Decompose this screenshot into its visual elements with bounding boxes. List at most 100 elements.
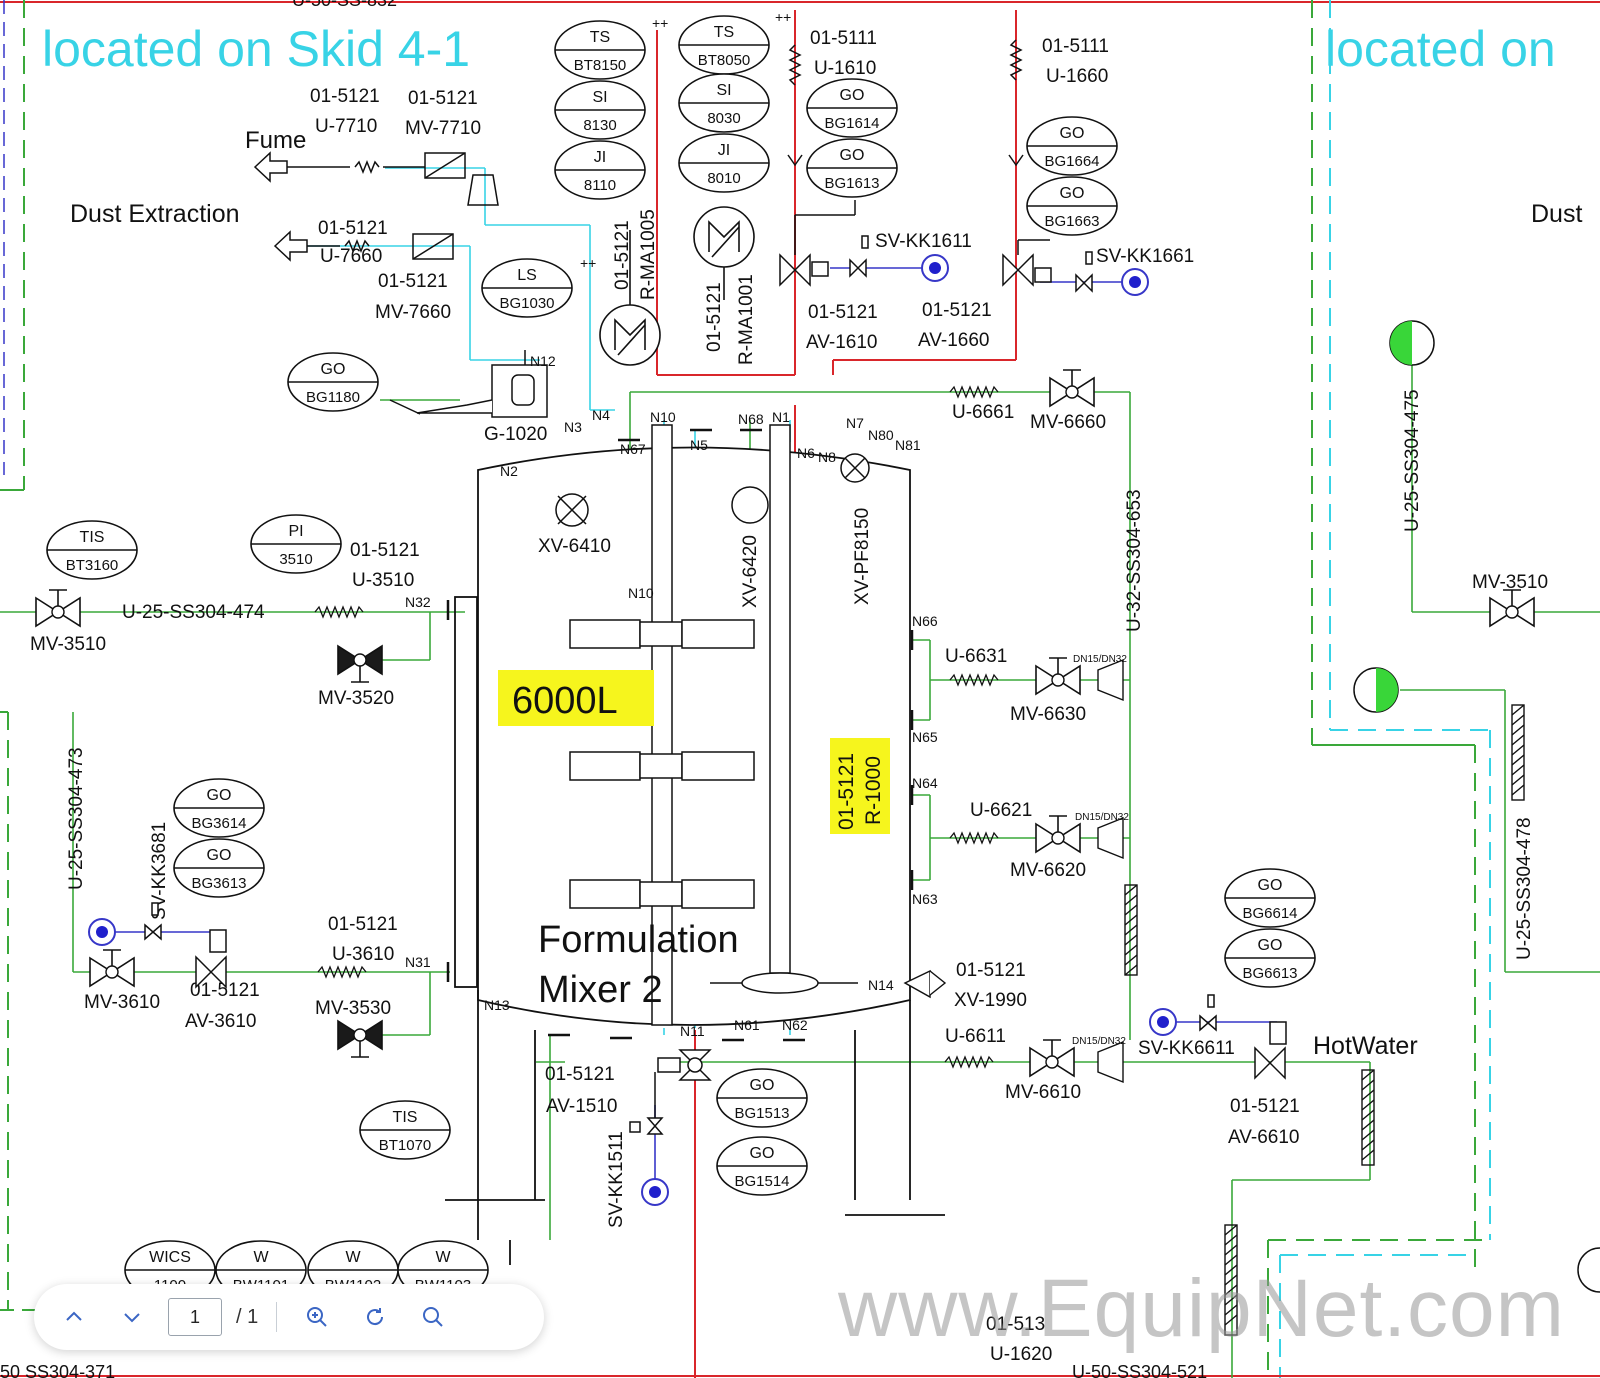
reducer-label-3: DN15/DN32 (1072, 1036, 1126, 1047)
plus-mark-3: ++ (580, 255, 596, 271)
solenoid-dot-1511 (649, 1186, 661, 1198)
control-valve-av6610 (1199, 994, 1287, 1080)
instrument-function: WICS (149, 1249, 191, 1266)
motor-1001-tag: R-MA1001 (736, 274, 757, 365)
g1020-label: G-1020 (484, 424, 547, 445)
nozzle-labels: N12 N4 N3 N10 N68 N1 N7 N80 N81 N67 N5 N… (405, 353, 938, 1039)
av1610-tag: AV-1610 (806, 332, 877, 353)
instrument-8030: SI 8030 (678, 73, 770, 133)
u7660-tag: U-7660 (320, 246, 382, 267)
xv6420-label: XV-6420 (740, 535, 761, 608)
hotwater-label: HotWater (1313, 1032, 1418, 1060)
control-valves-top (779, 200, 1093, 293)
instrument-function: PI (288, 523, 303, 540)
instrument-tag: BG1513 (734, 1105, 789, 1122)
valve-mv3510 (35, 589, 81, 628)
instrument-tag: BG6613 (1242, 965, 1297, 982)
instrument-tag: BG1613 (824, 175, 879, 192)
capacity-highlight (498, 670, 654, 726)
page-down-button[interactable] (110, 1295, 154, 1339)
nozzle-n32: N32 (405, 594, 431, 610)
nozzle-n1: N1 (772, 409, 790, 425)
chevron-down-icon (124, 1313, 140, 1323)
red-process-lines (656, 10, 1017, 1378)
u3510-tag: U-3510 (352, 570, 414, 591)
page-up-button[interactable] (52, 1295, 96, 1339)
line-521-label: U-50-SS304-521 (1072, 1362, 1207, 1378)
pdf-toolbar: / 1 (34, 1284, 544, 1350)
instrument-function: GO (1060, 185, 1085, 202)
skid-label-left: located on Skid 4-1 (42, 21, 470, 77)
u1660-number: 01-5111 (1042, 36, 1109, 57)
nozzle-n64: N64 (912, 775, 938, 791)
nozzle-n31: N31 (405, 954, 431, 970)
search-button[interactable] (411, 1295, 455, 1339)
rotate-button[interactable] (353, 1295, 397, 1339)
instrument-function: SI (716, 82, 731, 99)
instrument-tag: BG6614 (1242, 905, 1297, 922)
extraction-fittings (287, 152, 499, 260)
reducers (903, 658, 1124, 1084)
agitator (569, 424, 858, 1026)
nozzle-n8: N8 (818, 449, 836, 465)
solenoid-dot-3681 (96, 926, 108, 938)
line-springs (314, 385, 999, 1069)
xv-valves-top (555, 453, 870, 527)
control-valve-av3610 (144, 902, 227, 989)
instrument-function: LS (517, 267, 537, 284)
skid-label-right: located on (1325, 21, 1556, 77)
line-653-label: U-32-SS304-653 (1124, 489, 1145, 632)
nozzle-n14: N14 (868, 977, 894, 993)
instrument-function: GO (321, 361, 346, 378)
u1610-tag: U-1610 (814, 58, 876, 79)
flow-indicators (1353, 320, 1600, 1293)
dust-label-right: Dust (1531, 200, 1582, 228)
fume-arrow (253, 151, 308, 262)
instrument-function: GO (840, 87, 865, 104)
zoom-in-icon (307, 1307, 327, 1327)
side-flanges (446, 428, 914, 1042)
nozzle-n68: N68 (738, 411, 764, 427)
xv6410-label: XV-6410 (538, 536, 611, 557)
instrument-function: W (345, 1249, 361, 1266)
left-cut-label: 50 SS304-371 (0, 1362, 115, 1378)
valve-mv3610 (89, 949, 135, 988)
u1620-number: 01-513 (986, 1314, 1045, 1335)
line-478-label: U-25-SS304-478 (1514, 817, 1535, 960)
instrument-function: W (435, 1249, 451, 1266)
instrument-bg6613: GO BG6613 (1224, 928, 1316, 988)
line-473-label: U-25-SS304-473 (66, 747, 87, 890)
instrument-tag: BT3160 (66, 557, 119, 574)
bottom-valve-av1510 (629, 1049, 712, 1135)
u3610-tag: U-3610 (332, 944, 394, 965)
mv7660-number: 01-5121 (378, 271, 448, 292)
page-number-input[interactable] (168, 1298, 222, 1336)
nozzle-n10b: N10 (628, 585, 654, 601)
instrument-tag: BG3613 (191, 875, 246, 892)
motor-1001-number: 01-5121 (704, 282, 725, 352)
instrument-function: GO (750, 1077, 775, 1094)
motor-r-ma1005 (599, 230, 661, 366)
instrument-function: GO (1258, 937, 1283, 954)
sv1661-label: SV-KK1661 (1096, 246, 1194, 267)
u3610-number: 01-5121 (328, 914, 398, 935)
instrument-function: GO (1060, 125, 1085, 142)
sv3681-label: SV-KK3681 (149, 822, 170, 920)
line-475-label: U-25-SS304-475 (1402, 389, 1423, 532)
zoom-in-button[interactable] (295, 1295, 339, 1339)
mv3510-label: MV-3510 (30, 634, 106, 655)
instrument-tag: BG1614 (824, 115, 879, 132)
mv3610-label: MV-3610 (84, 992, 160, 1013)
instrument-tag: BT8150 (574, 57, 627, 74)
instrument-tag: 8030 (707, 110, 740, 127)
instrument-tag: BG3614 (191, 815, 246, 832)
av1660-number: 01-5121 (922, 300, 992, 321)
